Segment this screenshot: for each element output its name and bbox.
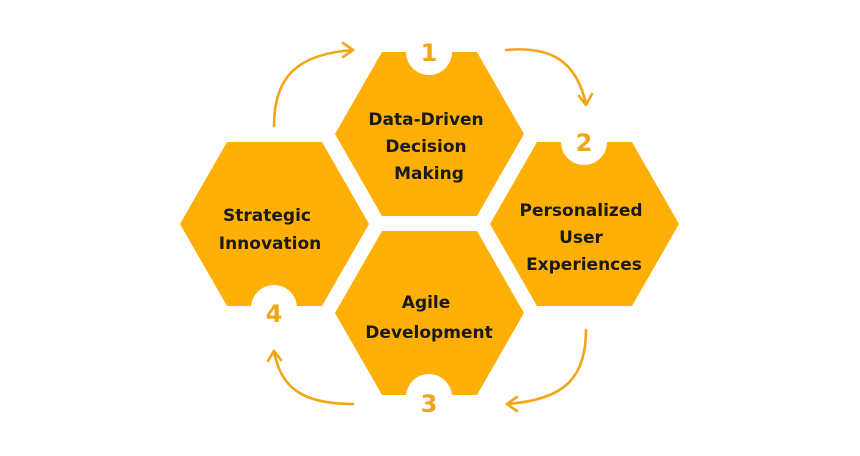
step-1-number: 1 bbox=[421, 39, 438, 67]
step-2-label: Personalized User Experiences bbox=[520, 201, 649, 275]
number-badge-step-2 bbox=[561, 119, 607, 165]
number-badge-step-3 bbox=[406, 374, 452, 420]
connector-arrows bbox=[266, 41, 594, 413]
arrow-1-to-2 bbox=[504, 48, 594, 107]
arrow-4-to-1 bbox=[272, 41, 355, 128]
step-3: 3 Agile Development bbox=[335, 231, 524, 420]
step-1-label: Data-Driven Decision Making bbox=[368, 110, 489, 184]
step-4-label: Strategic Innovation bbox=[219, 206, 322, 254]
number-badge-step-4 bbox=[251, 285, 297, 331]
step-4: 4 Strategic Innovation bbox=[180, 142, 369, 331]
hexagon-step-3 bbox=[335, 231, 524, 395]
step-2-number: 2 bbox=[576, 129, 593, 157]
hexagon-step-2 bbox=[490, 142, 679, 306]
step-2: 2 Personalized User Experiences bbox=[490, 119, 679, 306]
hexagon-step-1 bbox=[335, 52, 524, 216]
number-badge-step-1 bbox=[406, 29, 452, 75]
step-3-number: 3 bbox=[421, 390, 438, 418]
arrow-2-to-3 bbox=[505, 328, 588, 413]
hexagon-step-4 bbox=[180, 142, 369, 306]
step-3-label: Agile Development bbox=[365, 293, 492, 343]
step-1: 1 Data-Driven Decision Making bbox=[335, 29, 524, 216]
step-4-number: 4 bbox=[266, 300, 283, 328]
arrow-3-to-4 bbox=[266, 349, 355, 406]
